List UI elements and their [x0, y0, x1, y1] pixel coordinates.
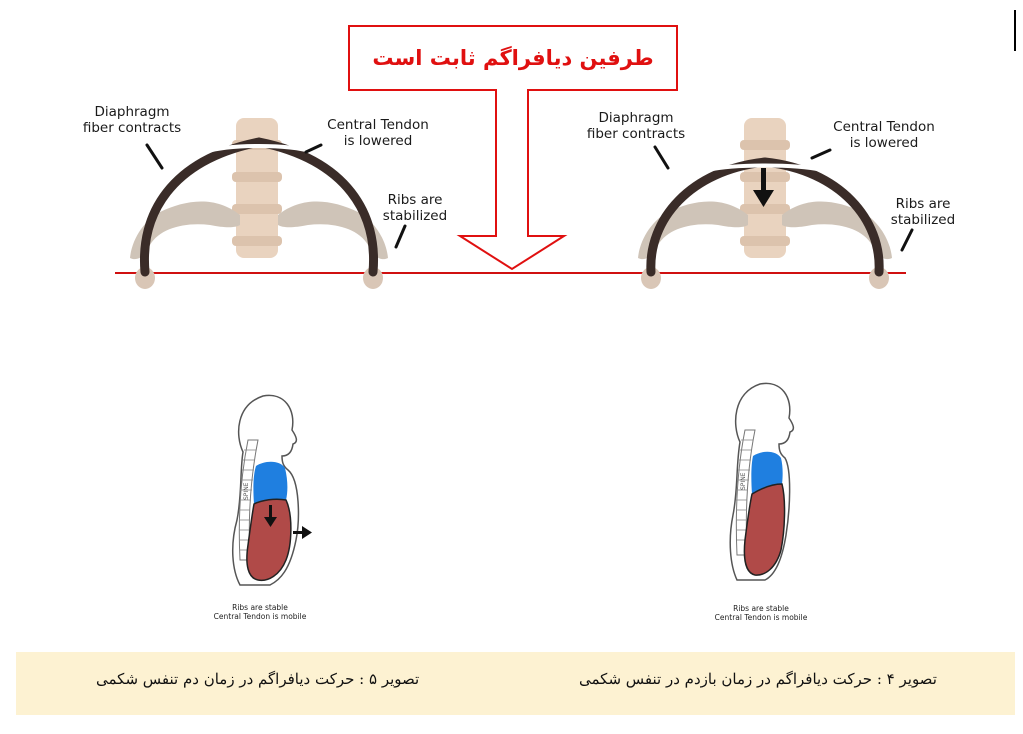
left-abdomen-region	[246, 498, 292, 582]
caption-bar: تصویر ۵ : حرکت دیافراگم در زمان دم تنفس …	[16, 652, 1015, 715]
right-body-figure: SPINE	[729, 382, 795, 581]
left-body-figure: SPINE	[231, 394, 312, 586]
left-central-tendon	[204, 144, 314, 154]
caption-right: تصویر ۴ : حرکت دیافراگم در زمان بازدم در…	[579, 670, 937, 688]
down-arrow-icon	[264, 505, 277, 527]
right-abdomen-region	[743, 483, 786, 576]
left-diaphragm-dome	[139, 137, 379, 277]
right-diaphragm-diagram	[638, 118, 914, 289]
left-chest-region	[253, 461, 288, 504]
caption-left: تصویر ۵ : حرکت دیافراگم در زمان دم تنفس …	[96, 670, 420, 688]
edge-line	[1014, 10, 1016, 51]
right-chest-region	[751, 451, 783, 494]
down-arrow-icon	[753, 168, 774, 207]
left-spine-text: SPINE	[243, 482, 250, 500]
right-central-tendon	[707, 163, 823, 172]
left-diaphragm-diagram	[130, 118, 407, 289]
right-arrow-icon	[293, 526, 312, 539]
banner-arrow	[348, 25, 678, 271]
banner-title: طرفین دیافراگم ثابت است	[372, 46, 654, 70]
right-spine-text: SPINE	[740, 472, 747, 490]
right-diaphragm-dome	[646, 157, 884, 277]
